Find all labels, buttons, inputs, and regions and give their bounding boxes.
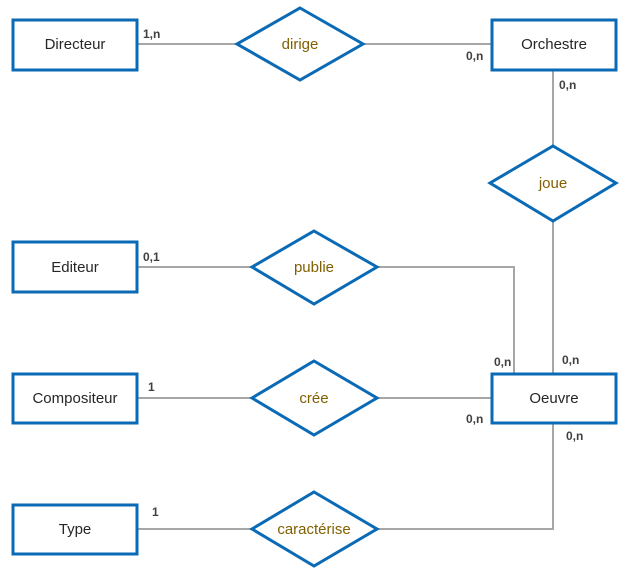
- entity-compositeur[interactable]: Compositeur: [11, 372, 139, 425]
- cardinalities: 1,n 0,n 0,n 0,1 0,n 0,n 1 0,n 0,n 1: [143, 27, 583, 519]
- cardinality-orchestre-dirige: 0,n: [466, 49, 483, 63]
- entity-directeur[interactable]: Directeur: [11, 18, 139, 72]
- relation-caracterise-label: caractérise: [277, 521, 350, 538]
- entity-directeur-label: Directeur: [45, 36, 106, 53]
- cardinality-compositeur-cree: 1: [148, 380, 155, 394]
- relation-joue[interactable]: joue: [487, 144, 619, 223]
- connector-publie-oeuvre: [377, 266, 515, 374]
- cardinality-oeuvre-caracterise: 0,n: [566, 429, 583, 443]
- entity-editeur[interactable]: Editeur: [11, 240, 139, 294]
- entity-orchestre[interactable]: Orchestre: [490, 18, 618, 72]
- entity-oeuvre-label: Oeuvre: [529, 390, 578, 407]
- relation-joue-label: joue: [538, 175, 567, 192]
- cardinality-editeur-publie: 0,1: [143, 250, 160, 264]
- cardinality-oeuvre-joue: 0,n: [562, 353, 579, 367]
- cardinality-type-caracterise: 1: [152, 505, 159, 519]
- cardinality-directeur-dirige: 1,n: [143, 27, 160, 41]
- entity-type[interactable]: Type: [11, 503, 139, 556]
- entity-orchestre-label: Orchestre: [521, 36, 587, 53]
- relation-dirige[interactable]: dirige: [233, 6, 367, 82]
- relation-publie-label: publie: [294, 259, 334, 276]
- entity-oeuvre[interactable]: Oeuvre: [490, 372, 618, 425]
- cardinality-oeuvre-publie: 0,n: [494, 355, 511, 369]
- connector-caracterise-oeuvre: [377, 423, 554, 530]
- entity-type-label: Type: [59, 521, 92, 538]
- entity-compositeur-label: Compositeur: [32, 390, 117, 407]
- relation-cree[interactable]: crée: [249, 359, 380, 437]
- cardinality-orchestre-joue: 0,n: [559, 78, 576, 92]
- relation-dirige-label: dirige: [282, 36, 319, 53]
- connectors: [137, 43, 554, 530]
- relation-publie[interactable]: publie: [249, 229, 380, 306]
- relation-cree-label: crée: [299, 390, 328, 407]
- entity-editeur-label: Editeur: [51, 259, 99, 276]
- cardinality-oeuvre-cree: 0,n: [466, 412, 483, 426]
- relation-caracterise[interactable]: caractérise: [249, 490, 380, 568]
